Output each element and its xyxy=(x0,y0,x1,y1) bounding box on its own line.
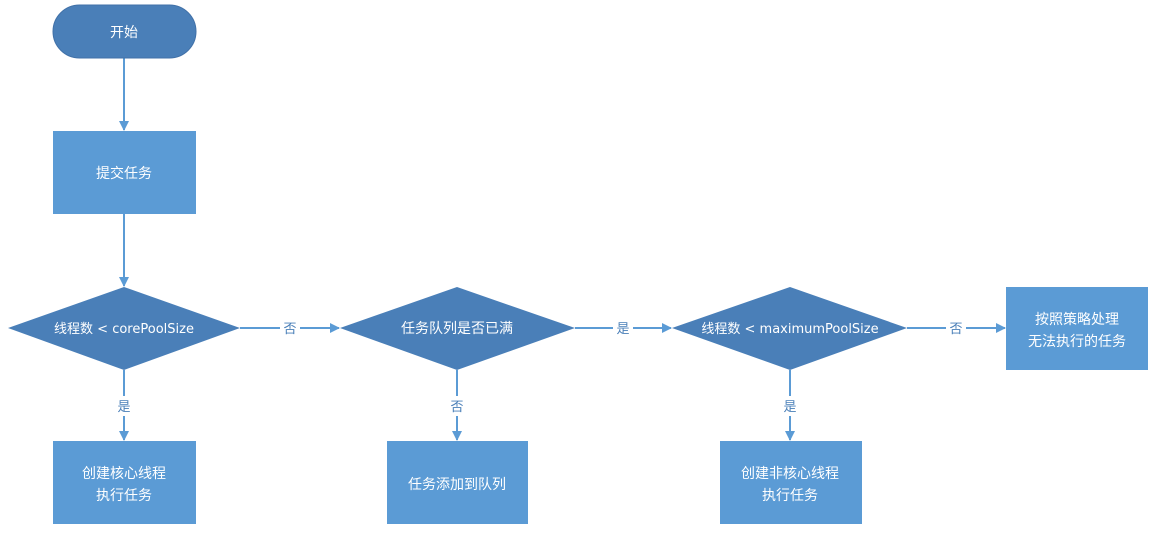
check-core-decision: 线程数 < corePoolSize xyxy=(8,287,240,370)
edge-label-core-no: 否 xyxy=(283,322,296,337)
check-queue-decision: 任务队列是否已满 xyxy=(340,287,575,370)
submit-task-node: 提交任务 xyxy=(53,131,196,214)
reject-label-line1: 按照策略处理 xyxy=(1035,311,1119,328)
create-core-node: 创建核心线程 执行任务 xyxy=(53,441,196,524)
edge-label-queue-yes: 是 xyxy=(616,322,629,337)
edge-label-queue-no: 否 xyxy=(450,400,463,415)
check-queue-label: 任务队列是否已满 xyxy=(401,321,513,337)
start-label: 开始 xyxy=(110,25,138,41)
check-max-decision: 线程数 < maximumPoolSize xyxy=(672,287,907,370)
check-max-label: 线程数 < maximumPoolSize xyxy=(701,322,878,337)
create-noncore-line2: 执行任务 xyxy=(762,488,818,504)
reject-node: 按照策略处理 无法执行的任务 xyxy=(1006,287,1148,370)
start-node: 开始 xyxy=(52,4,197,59)
enqueue-node: 任务添加到队列 xyxy=(387,441,528,524)
reject-label-line2: 无法执行的任务 xyxy=(1028,334,1126,350)
check-core-label: 线程数 < corePoolSize xyxy=(54,322,194,337)
edge-label-core-yes: 是 xyxy=(117,400,130,415)
edge-label-max-yes: 是 xyxy=(783,400,796,415)
edge-label-max-no: 否 xyxy=(949,322,962,337)
create-core-line1: 创建核心线程 xyxy=(82,466,166,482)
submit-task-label: 提交任务 xyxy=(96,165,152,182)
create-core-line2: 执行任务 xyxy=(96,488,152,504)
create-noncore-line1: 创建非核心线程 xyxy=(741,466,839,482)
create-noncore-node: 创建非核心线程 执行任务 xyxy=(720,441,862,524)
enqueue-label: 任务添加到队列 xyxy=(408,477,506,493)
